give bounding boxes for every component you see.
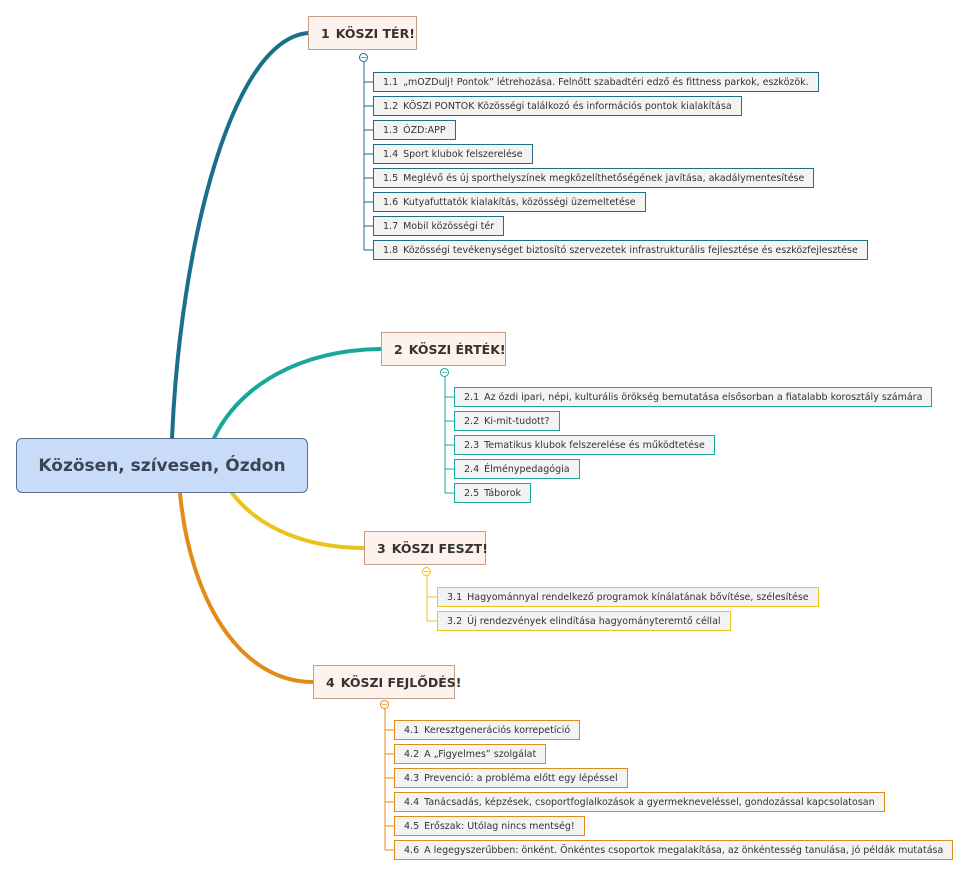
- subtopic-label: Kutyafuttatók kialakítás, közösségi üzem…: [403, 196, 636, 208]
- subtopic-number: 4.2: [404, 748, 420, 760]
- subtopic-number: 2.4: [464, 463, 480, 475]
- subtopic-4-6[interactable]: 4.6 A legegyszerűbben: önként. Önkéntes c…: [394, 840, 954, 860]
- central-topic[interactable]: Közösen, szívesen, Ózdon: [16, 438, 308, 493]
- subtopic-label: Hagyománnyal rendelkező programok kínála…: [467, 591, 809, 603]
- subtopic-number: 2.2: [464, 415, 480, 427]
- central-topic-label: Közösen, szívesen, Ózdon: [38, 455, 286, 476]
- branch-3-topic[interactable]: 3 KÖSZI FESZT!: [364, 531, 488, 565]
- subtopic-1-2[interactable]: 1.2 KÖSZI PONTOK Közösségi találkozó és i…: [373, 96, 742, 116]
- branch-number: 2: [394, 341, 403, 357]
- subtopic-number: 2.3: [464, 439, 480, 451]
- collapse-toggle-icon[interactable]: −: [422, 567, 431, 576]
- minus-icon: −: [423, 566, 430, 576]
- subtopic-label: „mOZDulj! Pontok” létrehozása. Felnőtt s…: [403, 76, 809, 88]
- subtopic-number: 4.5: [404, 820, 420, 832]
- subtopic-2-3[interactable]: 2.3 Tematikus klubok felszerelése és műkö…: [454, 435, 715, 455]
- subtopic-label: A „Figyelmes” szolgálat: [424, 748, 537, 760]
- connector-branch-1: [170, 31, 310, 440]
- subtopic-4-5[interactable]: 4.5 Erőszak: Utólag nincs mentség!: [394, 816, 585, 836]
- subtopic-label: Élménypedagógia: [484, 463, 570, 475]
- branch-label: KÖSZI TÉR!: [335, 25, 415, 41]
- subtopic-number: 1.7: [383, 220, 399, 232]
- subtopic-3-1[interactable]: 3.1 Hagyománnyal rendelkező programok kín…: [437, 587, 819, 607]
- subtopic-number: 1.5: [383, 172, 399, 184]
- subtopic-label: Ki-mit-tudott?: [484, 415, 550, 427]
- subtopic-2-2[interactable]: 2.2 Ki-mit-tudott?: [454, 411, 560, 431]
- subtopic-1-1[interactable]: 1.1 „mOZDulj! Pontok” létrehozása. Felnőt…: [373, 72, 819, 92]
- subtopic-label: ÓZD:APP: [403, 124, 446, 136]
- branch-label: KÖSZI FEJLŐDÉS!: [340, 674, 462, 690]
- subtopic-2-5[interactable]: 2.5 Táborok: [454, 483, 532, 503]
- subtopic-1-7[interactable]: 1.7 Mobil közösségi tér: [373, 216, 505, 236]
- subtopic-1-8[interactable]: 1.8 Közösségi tevékenységet biztosító sze…: [373, 240, 868, 260]
- branch-number: 1: [321, 25, 330, 41]
- subtopic-2-1[interactable]: 2.1 Az ózdi ipari, népi, kulturális öröks…: [454, 387, 933, 407]
- subtopic-4-4[interactable]: 4.4 Tanácsadás, képzések, csoportfoglalko…: [394, 792, 885, 812]
- subtopic-number: 4.1: [404, 724, 420, 736]
- collapse-toggle-icon[interactable]: −: [440, 368, 449, 377]
- subtopic-number: 3.2: [447, 615, 463, 627]
- subtopic-number: 1.6: [383, 196, 399, 208]
- subtopic-label: Táborok: [484, 487, 522, 499]
- subtopic-1-3[interactable]: 1.3 ÓZD:APP: [373, 120, 456, 140]
- minus-icon: −: [441, 367, 448, 377]
- subtopic-number: 1.4: [383, 148, 399, 160]
- subtopic-label: Keresztgenerációs korrepetíció: [424, 724, 571, 736]
- subtopic-4-3[interactable]: 4.3 Prevenció: a probléma előtt egy lépés…: [394, 768, 628, 788]
- subtopic-number: 1.3: [383, 124, 399, 136]
- subtopic-4-2[interactable]: 4.2 A „Figyelmes” szolgálat: [394, 744, 547, 764]
- connector-branch-2: [212, 347, 383, 440]
- subtopic-label: Tanácsadás, képzések, csoportfoglalkozás…: [424, 796, 875, 808]
- subtopic-number: 2.1: [464, 391, 480, 403]
- subtopic-number: 3.1: [447, 591, 463, 603]
- subtopic-1-6[interactable]: 1.6 Kutyafuttatók kialakítás, közösségi ü…: [373, 192, 646, 212]
- subtopic-number: 4.3: [404, 772, 420, 784]
- subtopic-number: 2.5: [464, 487, 480, 499]
- branch-2-topic[interactable]: 2 KÖSZI ÉRTÉK!: [381, 332, 506, 366]
- subtopic-4-1[interactable]: 4.1 Keresztgenerációs korrepetíció: [394, 720, 581, 740]
- subtopic-label: Közösségi tevékenységet biztosító szerve…: [403, 244, 858, 256]
- subtopic-2-4[interactable]: 2.4 Élménypedagógia: [454, 459, 580, 479]
- subtopic-label: Tematikus klubok felszerelése és működte…: [484, 439, 705, 451]
- minus-icon: −: [360, 52, 367, 62]
- subtopic-number: 4.4: [404, 796, 420, 808]
- subtopic-1-4[interactable]: 1.4 Sport klubok felszerelése: [373, 144, 533, 164]
- subtopic-label: KÖSZI PONTOK Közösségi találkozó és info…: [403, 100, 732, 112]
- subtopic-3-2[interactable]: 3.2 Új rendezvények elindítása hagyományt…: [437, 611, 731, 631]
- branch-number: 3: [377, 540, 386, 556]
- collapse-toggle-icon[interactable]: −: [380, 700, 389, 709]
- subtopic-number: 1.2: [383, 100, 399, 112]
- subtopic-label: Új rendezvények elindítása hagyománytere…: [467, 615, 721, 627]
- subtopic-label: Sport klubok felszerelése: [403, 148, 523, 160]
- branch-4-topic[interactable]: 4 KÖSZI FEJLŐDÉS!: [313, 665, 461, 699]
- subtopic-label: Erőszak: Utólag nincs mentség!: [424, 820, 575, 832]
- subtopic-number: 1.8: [383, 244, 399, 256]
- subtopic-label: Prevenció: a probléma előtt egy lépéssel: [424, 772, 618, 784]
- connector-branch-3: [230, 491, 366, 550]
- subtopic-label: Mobil közösségi tér: [403, 220, 495, 232]
- connector-branch-4: [178, 491, 315, 684]
- subtopic-number: 1.1: [383, 76, 399, 88]
- subtopic-label: Meglévő és új sporthelyszínek megközelít…: [403, 172, 805, 184]
- collapse-toggle-icon[interactable]: −: [359, 53, 368, 62]
- branch-number: 4: [326, 674, 335, 690]
- branch-1-topic[interactable]: 1 KÖSZI TÉR!: [308, 16, 417, 50]
- subtopic-label: A legegyszerűbben: önként. Önkéntes csop…: [424, 844, 944, 856]
- branch-label: KÖSZI ÉRTÉK!: [408, 341, 506, 357]
- minus-icon: −: [381, 699, 388, 709]
- subtopic-label: Az ózdi ipari, népi, kulturális örökség …: [484, 391, 923, 403]
- subtopic-1-5[interactable]: 1.5 Meglévő és új sporthelyszínek megköze…: [373, 168, 815, 188]
- subtopic-number: 4.6: [404, 844, 420, 856]
- branch-label: KÖSZI FESZT!: [391, 540, 488, 556]
